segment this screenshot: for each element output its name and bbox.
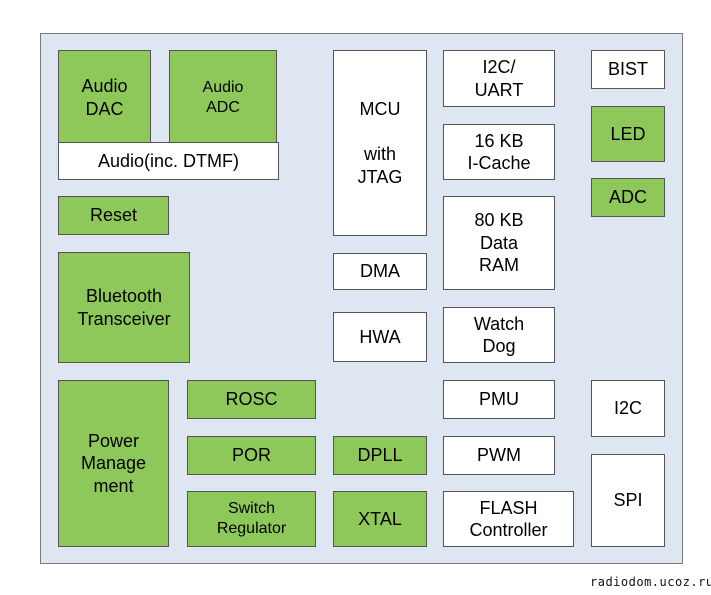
power-management-block: Power Manage ment	[58, 380, 169, 547]
por-block: POR	[187, 436, 316, 475]
xtal-block: XTAL	[333, 491, 427, 547]
mcu-block: MCU with JTAG	[333, 50, 427, 236]
data-ram-block: 80 KB Data RAM	[443, 196, 555, 290]
icache-block: 16 KB I-Cache	[443, 124, 555, 180]
i2c-uart-block: I2C/ UART	[443, 50, 555, 107]
watchdog-block: Watch Dog	[443, 307, 555, 363]
reset-block: Reset	[58, 196, 169, 235]
rosc-block: ROSC	[187, 380, 316, 419]
adc-block: ADC	[591, 178, 665, 217]
audio-dtmf-block: Audio(inc. DTMF)	[58, 142, 279, 180]
i2c-block: I2C	[591, 380, 665, 437]
pwm-block: PWM	[443, 436, 555, 475]
audio-adc-block: Audio ADC	[169, 50, 277, 145]
watermark-text: radiodom.ucoz.ru	[590, 575, 711, 589]
spi-block: SPI	[591, 454, 665, 547]
audio-dac-block: Audio DAC	[58, 50, 151, 145]
led-block: LED	[591, 106, 665, 162]
bluetooth-transceiver-block: Bluetooth Transceiver	[58, 252, 190, 363]
dma-block: DMA	[333, 253, 427, 290]
hwa-block: HWA	[333, 312, 427, 362]
dpll-block: DPLL	[333, 436, 427, 475]
switch-regulator-block: Switch Regulator	[187, 491, 316, 547]
flash-controller-block: FLASH Controller	[443, 491, 574, 547]
bist-block: BIST	[591, 50, 665, 89]
pmu-block: PMU	[443, 380, 555, 419]
